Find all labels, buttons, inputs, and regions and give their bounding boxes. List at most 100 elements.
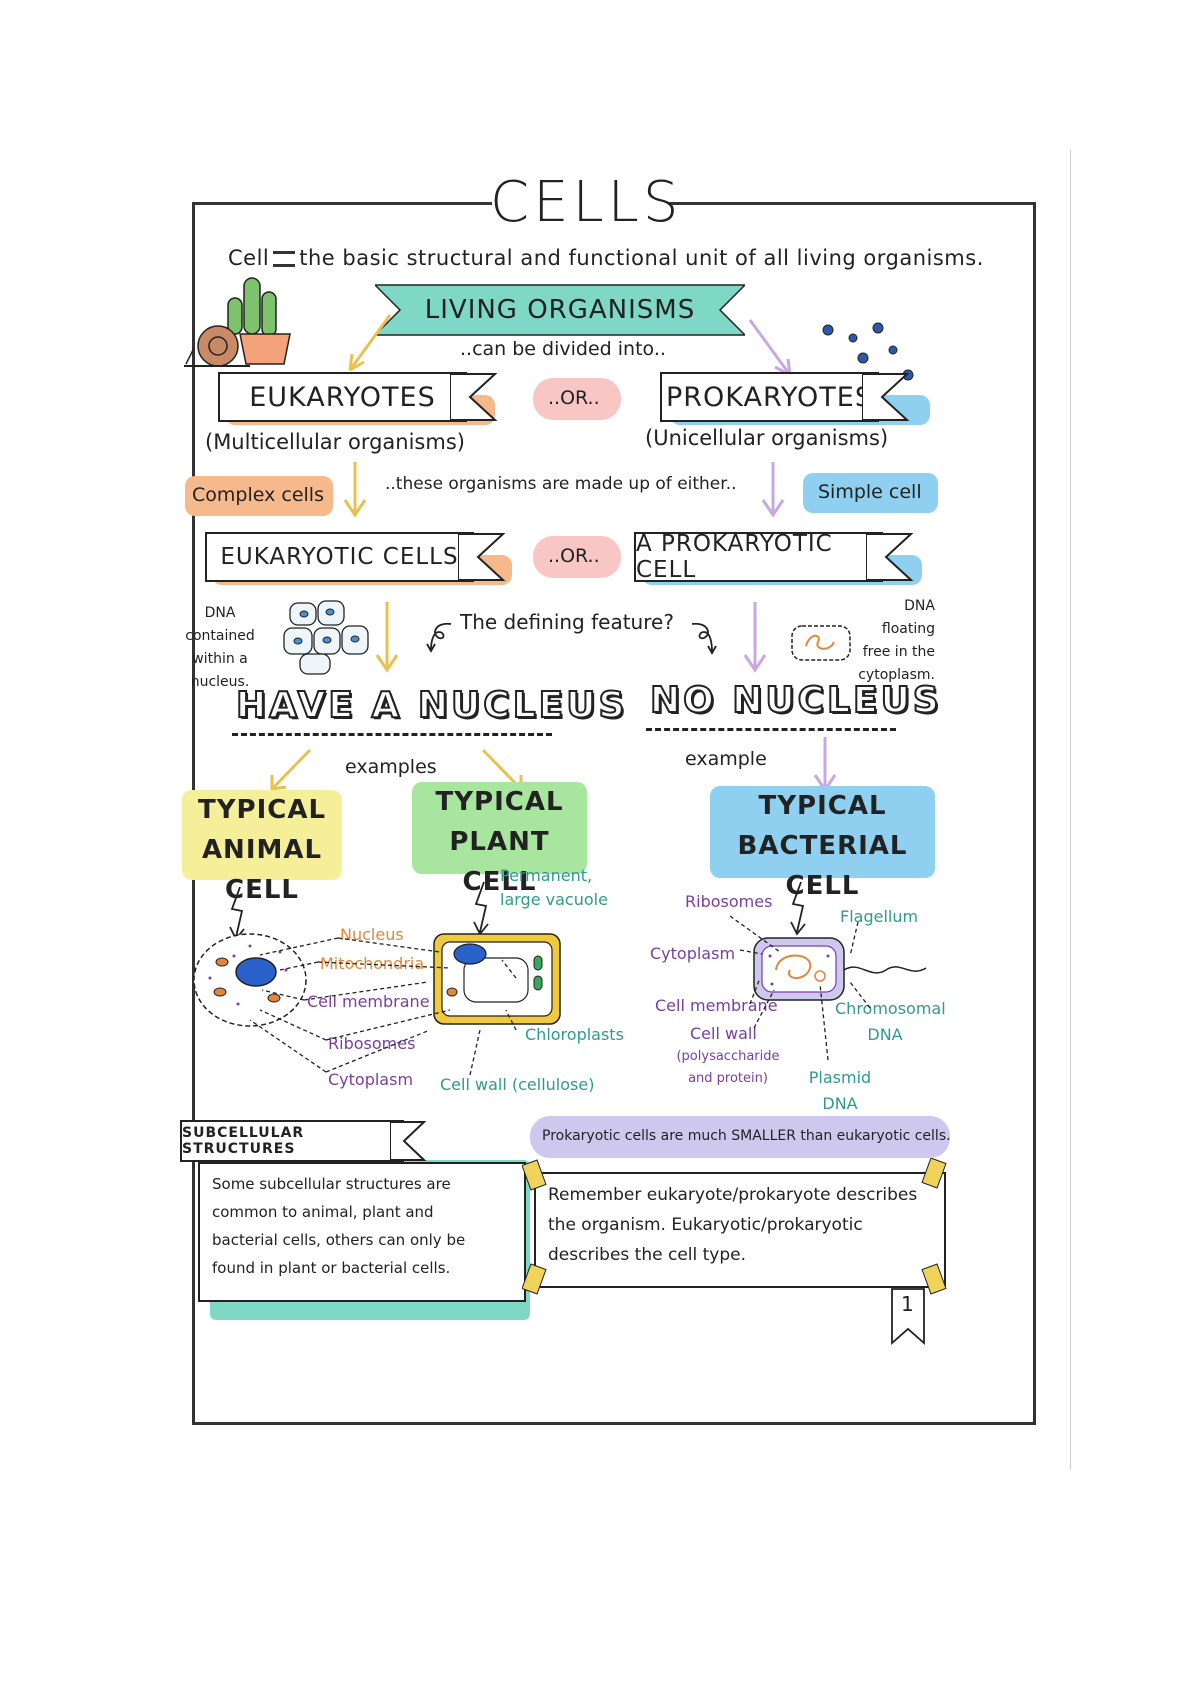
or-text-1: ..OR.. (548, 387, 600, 409)
living-organisms-label: LIVING ORGANISMS (424, 295, 696, 325)
prokaryotes-banner: PROKARYOTES (660, 372, 879, 422)
made-up-of-text: ..these organisms are made up of either.… (385, 474, 737, 494)
arrow-to-eukaryotes (348, 314, 392, 372)
remember-line-1: Remember eukaryote/prokaryote describes (548, 1185, 918, 1205)
prokaryotic-cell-banner: A PROKARYOTIC CELL (634, 531, 883, 583)
chromosomal-line-1: Chromosomal (835, 999, 946, 1018)
cell-wall-detail-1: (polysaccharide (676, 1049, 780, 1064)
unicellular-text: (Unicellular organisms) (645, 426, 889, 450)
subcellular-line-2: common to animal, plant and (212, 1203, 434, 1221)
remember-line-2: the organism. Eukaryotic/prokaryotic (548, 1215, 863, 1235)
eukaryotes-ribbon-end (450, 373, 498, 421)
cactus-snail-icon (184, 277, 291, 367)
bookmark-icon (891, 1288, 925, 1345)
label-cell-wall-cellulose: Cell wall (cellulose) (440, 1075, 595, 1094)
label-b-ribosomes: Ribosomes (685, 892, 773, 911)
eukaryotes-banner: EUKARYOTES (218, 372, 467, 422)
cell-wall-detail-2: and protein) (688, 1071, 768, 1086)
subcellular-text-box: Some subcellular structures are common t… (198, 1162, 526, 1302)
subcellular-line-4: found in plant or bacterial cells. (212, 1259, 451, 1277)
dna-contained-note: DNA contained within a nucleus. (180, 602, 260, 694)
example-text: example (685, 748, 767, 770)
definition-text: the basic structural and functional unit… (299, 246, 984, 270)
have-nucleus-underline (232, 733, 552, 736)
bacterial-cell-diagram (753, 937, 927, 1001)
bacterial-card-line-1: TYPICAL (758, 791, 887, 821)
animal-card-line-1: TYPICAL (197, 795, 327, 825)
label-b-flagellum: Flagellum (840, 907, 919, 926)
typical-bacterial-cell-card: TYPICAL BACTERIAL CELL (710, 786, 935, 901)
eukaryote-leader-lines (249, 937, 517, 1076)
arrow-down-purple-2 (743, 602, 767, 673)
dna-floating-note: DNA floating free in the cytoplasm. (850, 595, 935, 687)
animal-card-line-2: ANIMAL CELL (201, 835, 323, 905)
label-b-plasmid-dna: Plasmid DNA (805, 1065, 875, 1117)
page-number: 1 (901, 1292, 914, 1316)
remember-line-3: describes the cell type. (548, 1245, 747, 1265)
size-note-text: Prokaryotic cells are much SMALLER than … (542, 1128, 951, 1144)
or-text-2: ..OR.. (548, 545, 600, 567)
label-nucleus: Nucleus (340, 925, 404, 944)
label-b-chromosomal-dna: Chromosomal DNA (835, 996, 946, 1048)
zigzag-arrow-bacterial (790, 881, 806, 936)
arrow-down-purple-1 (761, 462, 785, 518)
defining-feature-text: The defining feature? (460, 610, 674, 634)
living-organisms-ribbon (375, 284, 745, 336)
no-nucleus-underline (646, 728, 896, 731)
label-cytoplasm: Cytoplasm (328, 1070, 414, 1089)
plasmid-line-1: Plasmid (808, 1068, 872, 1087)
plasmid-line-2: DNA (822, 1094, 858, 1113)
frame-top-left (192, 202, 492, 205)
prokaryotes-ribbon-end (862, 373, 910, 421)
plant-card-line-2: PLANT CELL (449, 827, 550, 897)
chromosomal-line-2: DNA (867, 1025, 903, 1044)
bacterial-card-line-2: BACTERIAL CELL (737, 831, 908, 901)
prokaryote-sketch (791, 625, 851, 661)
arrow-down-yellow-2 (375, 602, 399, 673)
arrow-down-yellow-1 (343, 462, 367, 518)
complex-cells-label: Complex cells (192, 484, 324, 506)
size-note-wash (530, 1116, 950, 1158)
divided-into-text: ..can be divided into.. (460, 338, 666, 360)
simple-cell-wash (803, 473, 938, 513)
typical-animal-cell-card: TYPICAL ANIMAL CELL (182, 790, 342, 905)
bacterial-leader-lines (729, 915, 871, 1061)
curly-arrow-right-icon (691, 622, 717, 655)
vacuole-line-1: Permanent, (500, 866, 593, 885)
multicellular-text: (Multicellular organisms) (205, 430, 465, 454)
label-permanent-vacuole: Permanent, large vacuole (500, 864, 608, 912)
subcellular-banner: SUBCELLULAR STRUCTURES (180, 1120, 404, 1162)
dna-floating-line-1: DNA floating (881, 598, 935, 637)
or-badge-1 (533, 378, 621, 420)
label-b-cytoplasm: Cytoplasm (650, 944, 736, 963)
eukaryotic-ribbon-end (458, 533, 506, 581)
vacuole-line-2: large vacuole (500, 890, 608, 909)
frame-top-right (668, 202, 1033, 205)
label-b-cell-wall-detail: (polysaccharide and protein) (673, 1046, 783, 1090)
curly-arrow-left-icon (426, 622, 452, 653)
dna-contained-line-1: DNA contained (185, 605, 255, 644)
plant-card-line-1: TYPICAL (435, 787, 564, 817)
subcellular-ribbon-end (390, 1121, 427, 1161)
label-b-cell-membrane: Cell membrane (655, 996, 778, 1015)
dna-contained-line-2: within a (192, 651, 248, 667)
remember-tape-corners (522, 1158, 947, 1295)
simple-cell-label: Simple cell (818, 481, 922, 503)
remember-note-box: Remember eukaryote/prokaryote describes … (534, 1172, 946, 1288)
page-title: CELLS (490, 170, 683, 235)
complex-cells-wash (185, 476, 333, 516)
or-badge-2 (533, 536, 621, 578)
eukaryotic-cells-banner: EUKARYOTIC CELLS (205, 532, 474, 582)
subcellular-line-3: bacterial cells, others can only be (212, 1231, 466, 1249)
label-ribosomes: Ribosomes (328, 1034, 416, 1053)
label-cell-membrane: Cell membrane (307, 992, 430, 1011)
label-b-cell-wall: Cell wall (690, 1024, 757, 1043)
examples-text: examples (345, 756, 437, 778)
subcellular-line-1: Some subcellular structures are (212, 1175, 451, 1193)
dna-floating-line-3: cytoplasm. (858, 667, 935, 683)
have-a-nucleus-heading: HAVE A NUCLEUS (235, 684, 628, 727)
typical-plant-cell-card: TYPICAL PLANT CELL (412, 782, 587, 897)
dna-contained-line-3: nucleus. (190, 674, 250, 690)
